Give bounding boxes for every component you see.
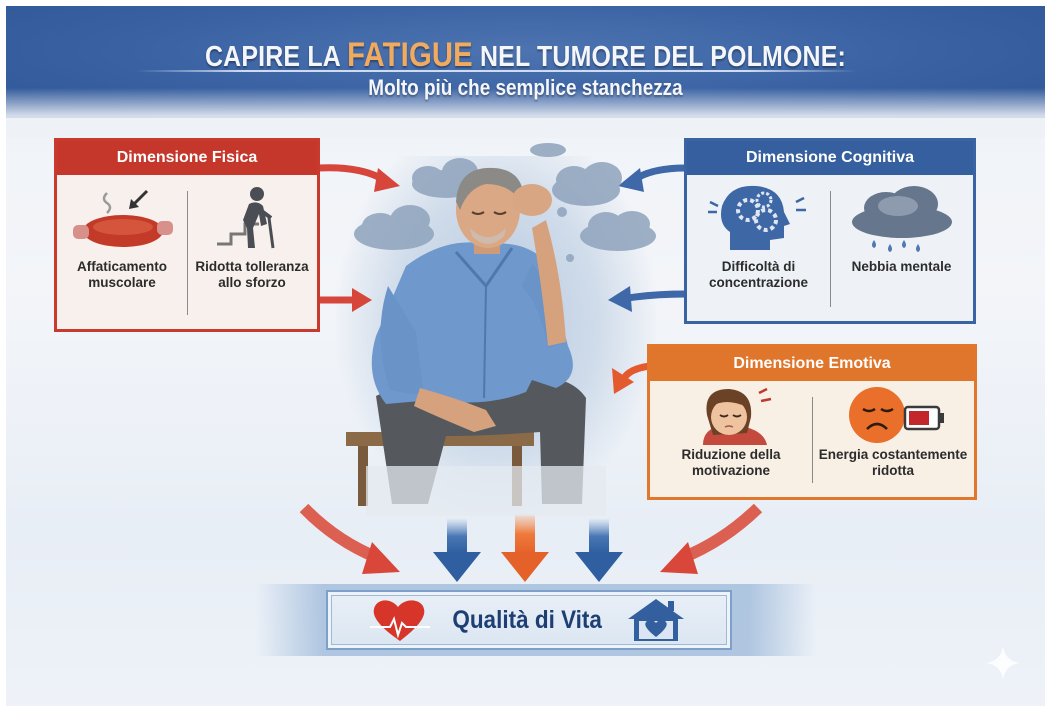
qol-label: Qualità di Vita [452, 605, 602, 634]
tired-man-seated-icon [346, 143, 656, 516]
item-label: Affaticamento muscolare [76, 259, 167, 290]
arrow-down-blue-right [575, 518, 623, 582]
title-part: CAPIRE LA [204, 41, 348, 73]
item-label: Energia costantemente ridotta [818, 447, 968, 478]
arrow-cognitiva-bottom [608, 286, 687, 312]
panel-title: Dimensione Emotiva [650, 347, 974, 381]
arrow-down-blue-left [433, 518, 481, 582]
arrow-fisica-bottom [318, 288, 372, 312]
item-difficolta-concentrazione: Difficoltà di concentrazione [687, 175, 830, 321]
item-riduzione-motivazione: Riduzione della motivazione [650, 381, 812, 497]
page-subtitle: Molto più che semplice stanchezza [368, 75, 683, 100]
heart-pulse-icon [369, 600, 430, 641]
item-label: Riduzione della motivazione [681, 447, 781, 478]
quality-of-life-banner: Qualità di Vita [326, 590, 732, 650]
thought-clouds [354, 143, 656, 262]
flow-arrows [299, 164, 763, 582]
item-nebbia-mentale: Nebbia mentale [830, 175, 973, 321]
item-energia-ridotta: Energia costantemente ridotta [812, 381, 974, 497]
muscle-icon [73, 189, 173, 247]
title-divider [136, 70, 856, 72]
item-label: Ridotta tolleranza allo sforzo [195, 259, 309, 290]
panel-title: Dimensione Fisica [57, 141, 317, 175]
tired-girl-icon [703, 387, 772, 445]
arrow-fisica-top [317, 164, 400, 192]
sad-face-low-battery-icon [849, 387, 944, 443]
page-title: CAPIRE LA FATIGUE NEL TUMORE DEL POLMONE… [79, 36, 973, 75]
arrow-bottom-right [660, 503, 763, 574]
panel-dimensione-emotiva: Dimensione Emotiva Ridu [647, 344, 977, 500]
head-gears-icon [707, 185, 806, 250]
arrow-down-orange [501, 514, 549, 582]
panel-dimensione-cognitiva: Dimensione Cognitiva Difficoltà di c [684, 138, 976, 324]
header-fade [6, 88, 1045, 138]
infographic-canvas: CAPIRE LA FATIGUE NEL TUMORE DEL POLMONE… [6, 6, 1045, 706]
title-accent: FATIGUE [347, 36, 473, 74]
item-ridotta-tolleranza: Ridotta tolleranza allo sforzo [187, 175, 317, 329]
item-affaticamento-muscolare: Affaticamento muscolare [57, 175, 187, 329]
sparkle-icon [986, 646, 1020, 680]
title-part: NEL TUMORE DEL POLMONE: [472, 41, 847, 73]
arrow-bottom-left [299, 503, 400, 574]
item-label: Difficoltà di concentrazione [708, 259, 809, 290]
person-climbing-stairs-icon [217, 187, 275, 249]
house-heart-icon [628, 599, 685, 641]
item-label: Nebbia mentale [851, 259, 952, 274]
arrow-cognitiva-top [618, 164, 687, 192]
panel-title: Dimensione Cognitiva [687, 141, 973, 175]
rain-cloud-icon [851, 186, 952, 252]
panel-dimensione-fisica: Dimensione Fisica Affaticamento muscolar… [54, 138, 320, 332]
